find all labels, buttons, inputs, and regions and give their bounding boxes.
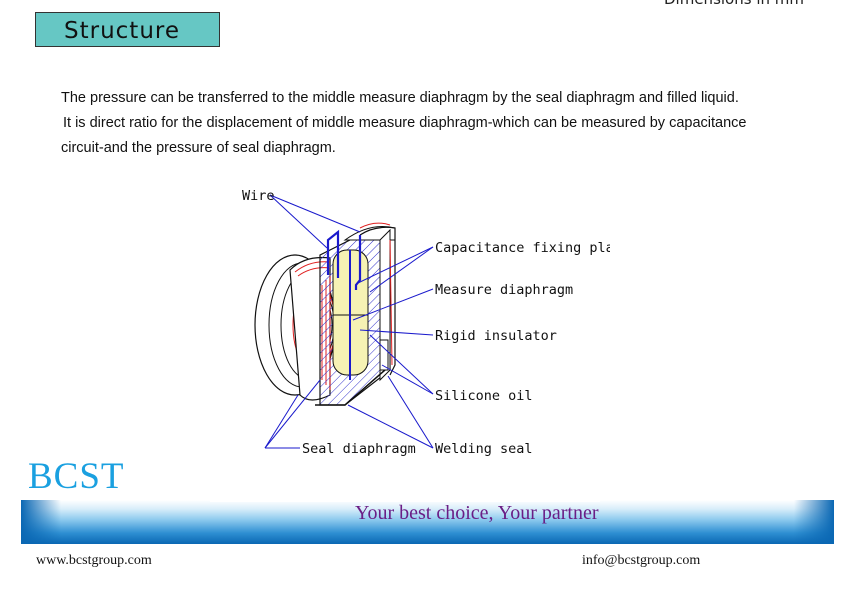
- footer-website-link[interactable]: www.bcstgroup.com: [36, 553, 152, 568]
- welding-seal-bottom: [315, 369, 386, 406]
- footer-band-highlight: [210, 500, 600, 502]
- label-welding-seal: Welding seal: [435, 441, 533, 457]
- description-line-2: It is direct ratio for the displacement …: [63, 115, 747, 131]
- footer-band: [21, 500, 834, 544]
- label-seal-diaphragm: Seal diaphragm: [302, 441, 416, 457]
- section-title-box: Structure: [35, 12, 220, 47]
- description-paragraph: The pressure can be transferred to the m…: [61, 86, 821, 161]
- section-title: Structure: [64, 18, 180, 44]
- brand-logo-text: BCST: [28, 456, 125, 497]
- dimensions-heading-partial: Dimensions in mm: [664, 0, 804, 8]
- footer-tagline: Your best choice, Your partner: [355, 502, 599, 524]
- footer-email-link[interactable]: info@bcstgroup.com: [582, 553, 701, 568]
- label-silicone-oil: Silicone oil: [435, 388, 533, 404]
- footer-band-left-edge: [21, 500, 61, 544]
- description-line-3: circuit-and the pressure of seal diaphra…: [61, 140, 336, 156]
- label-wire: Wire: [242, 188, 275, 204]
- description-line-1: The pressure can be transferred to the m…: [61, 90, 739, 106]
- label-measure-diaphragm: Measure diaphragm: [435, 282, 573, 298]
- sensor-structure-diagram: Wire Capacitance fixing plate Measure di…: [242, 188, 610, 457]
- footer-band-right-edge: [794, 500, 834, 544]
- label-rigid-insulator: Rigid insulator: [435, 328, 557, 344]
- leader-lines: [264, 194, 434, 449]
- label-capacitance-fixing-plate: Capacitance fixing plate: [435, 240, 610, 256]
